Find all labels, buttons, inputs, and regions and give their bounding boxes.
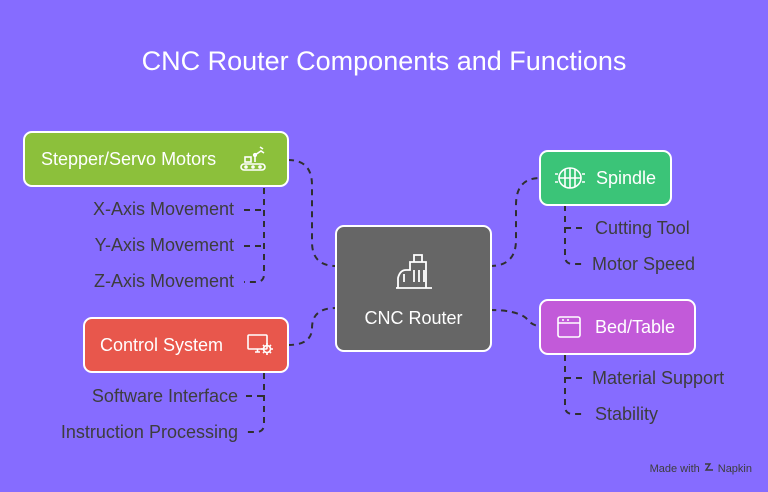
node-stepper-servo-motors[interactable]: Stepper/Servo Motors [23, 131, 289, 187]
leaf-cutting-tool: Cutting Tool [595, 218, 690, 238]
monitor-gear-icon [245, 330, 275, 360]
leaf-instruction-processing: Instruction Processing [60, 422, 238, 442]
connector-spindle-children [564, 205, 584, 265]
leaf-stability: Stability [595, 404, 659, 424]
conveyor-robot-icon [238, 144, 268, 174]
footer-brand: Napkin [717, 462, 752, 475]
leaf-z-axis-movement: Z-Axis Movement [93, 271, 234, 291]
node-label: Control System [100, 334, 224, 355]
node-label: Stepper/Servo Motors [41, 148, 217, 169]
node-label: Spindle [596, 167, 657, 188]
diagram-title: CNC Router Components and Functions [141, 46, 627, 76]
leaf-y-axis-movement: Y-Axis Movement [94, 235, 234, 255]
napkin-logo-icon [704, 462, 714, 475]
node-bed-table[interactable]: Bed/Table [539, 299, 696, 355]
connector-bed [489, 309, 541, 327]
made-with-napkin[interactable]: Made with Napkin [650, 462, 752, 475]
connector-bed-children [564, 355, 584, 415]
node-label: Bed/Table [595, 316, 676, 337]
leaf-x-axis-movement: X-Axis Movement [92, 199, 234, 219]
node-spindle[interactable]: Spindle [539, 150, 672, 206]
center-label: CNC Router [364, 308, 463, 328]
cnc-machine-icon [390, 248, 438, 296]
node-control-system[interactable]: Control System [83, 317, 289, 373]
connector-control [287, 307, 337, 346]
window-panel-icon [555, 313, 583, 341]
connector-control-children [246, 373, 265, 433]
node-cnc-router[interactable]: CNC Router [335, 225, 492, 352]
leaf-software-interface: Software Interface [91, 386, 238, 406]
connector-motors-children [244, 188, 265, 283]
leaf-material-support: Material Support [592, 368, 725, 388]
leaf-motor-speed: Motor Speed [592, 254, 696, 274]
connector-motors [287, 159, 337, 267]
connector-spindle [489, 177, 541, 267]
footer-prefix: Made with [649, 462, 700, 475]
spindle-icon [554, 163, 586, 193]
